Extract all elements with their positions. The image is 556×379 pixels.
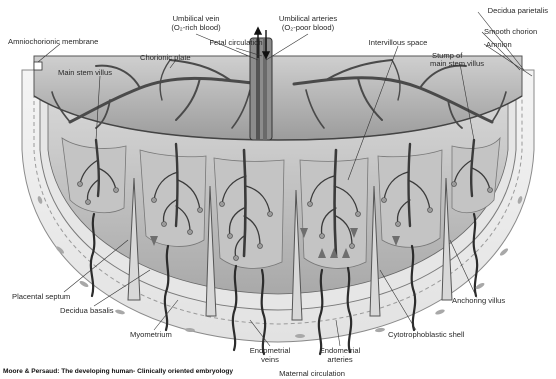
label-umbilical-vein: Umbilical vein [173, 14, 220, 23]
label-smooth-chorion: Smooth chorion [484, 27, 537, 36]
label-umbilical-vein-sub: (O₂-rich blood) [171, 23, 220, 32]
label-stump-line2: main stem villus [430, 59, 484, 68]
label-fetal-circulation: Fetal circulation [209, 38, 262, 47]
label-placental-septum: Placental septum [12, 292, 70, 301]
source-credit: Moore & Persaud: The developing human- C… [3, 368, 233, 375]
label-endometrial-arteries-1: Endometrial [320, 346, 361, 355]
label-umbilical-arteries-sub: (O₂-poor blood) [282, 23, 334, 32]
label-endometrial-arteries-2: arteries [327, 355, 352, 364]
label-decidua-basalis: Decidua basalis [60, 306, 114, 315]
label-intervillous-space: Intervillous space [369, 38, 428, 47]
label-umbilical-arteries: Umbilical arteries [279, 14, 337, 23]
label-chorionic-plate: Chorionic plate [140, 53, 191, 62]
label-amnion: Amnion [486, 40, 512, 49]
label-cytotrophoblastic-shell: Cytotrophoblastic shell [388, 330, 464, 339]
label-amniochorionic-membrane: Amniochorionic membrane [8, 37, 98, 46]
label-endometrial-veins-2: veins [261, 355, 279, 364]
label-myometrium: Myometrium [130, 330, 172, 339]
label-main-stem-villus: Main stem villus [58, 68, 112, 77]
label-decidua-parietalis: Decidua parietalis [488, 6, 548, 15]
label-endometrial-veins-1: Endometrial [250, 346, 291, 355]
label-anchoring-villus: Anchoring villus [452, 296, 505, 305]
membrane-marker [34, 62, 42, 70]
label-maternal-circulation: Maternal circulation [279, 369, 345, 378]
